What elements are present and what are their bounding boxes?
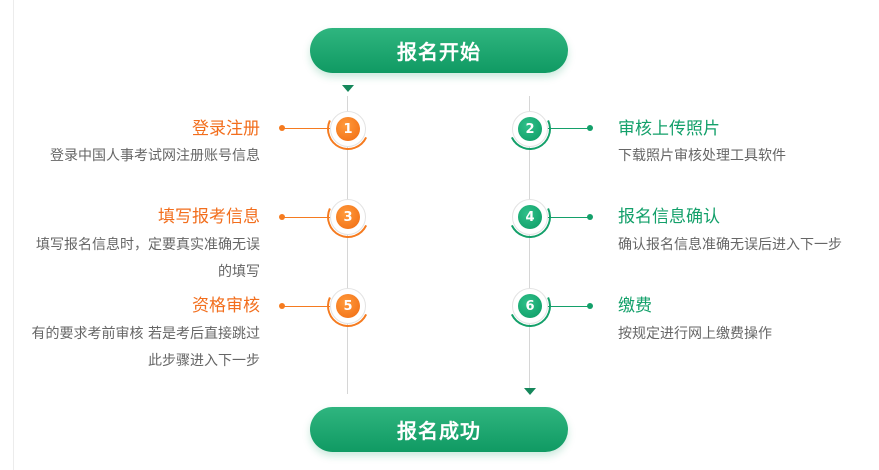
step-5-title: 资格审核 (192, 296, 260, 316)
step-4-connector-line (548, 217, 590, 218)
step-5-desc-line2: 此步骤进入下一步 (148, 353, 260, 369)
step-4-number-badge: 4 (503, 190, 557, 244)
step-5-number-badge: 5 (321, 279, 375, 333)
step-4-connector-dot (587, 214, 593, 220)
step-1-number: 1 (336, 117, 360, 141)
step-2-desc: 下载照片审核处理工具软件 (618, 148, 786, 164)
step-4-number: 4 (518, 205, 542, 229)
step-1-desc: 登录中国人事考试网注册账号信息 (50, 148, 260, 164)
step-1-connector-line (282, 128, 330, 129)
timeline-right-line (529, 96, 530, 388)
start-banner: 报名开始 (310, 28, 568, 73)
step-5-number: 5 (336, 294, 360, 318)
step-2-title: 审核上传照片 (618, 119, 720, 139)
step-5-connector-line (282, 306, 330, 307)
page-left-border (13, 0, 14, 470)
step-2-connector-dot (587, 125, 593, 131)
step-3-desc-line1: 填写报名信息时，定要真实准确无误 (36, 237, 260, 253)
step-4-title: 报名信息确认 (618, 207, 720, 227)
step-6-title: 缴费 (618, 296, 652, 316)
step-6-number: 6 (518, 294, 542, 318)
step-6-desc: 按规定进行网上缴费操作 (618, 326, 772, 342)
step-3-number-badge: 3 (321, 190, 375, 244)
step-5-desc-line1: 有的要求考前审核 若是考后直接跳过 (31, 326, 260, 342)
step-4-desc: 确认报名信息准确无误后进入下一步 (618, 237, 842, 253)
step-2-connector-line (548, 128, 590, 129)
down-arrow-icon (524, 388, 536, 395)
step-1-title: 登录注册 (192, 119, 260, 139)
step-6-number-badge: 6 (503, 279, 557, 333)
step-2-number-badge: 2 (503, 102, 557, 156)
end-banner: 报名成功 (310, 407, 568, 452)
step-3-desc-line2: 的填写 (218, 264, 260, 280)
step-6-connector-line (548, 306, 590, 307)
down-arrow-icon (342, 85, 354, 92)
step-1-number-badge: 1 (321, 102, 375, 156)
step-2-number: 2 (518, 117, 542, 141)
step-3-connector-line (282, 217, 330, 218)
step-3-title: 填写报考信息 (158, 207, 260, 227)
timeline-left-line (347, 96, 348, 394)
step-6-connector-dot (587, 303, 593, 309)
step-3-number: 3 (336, 205, 360, 229)
